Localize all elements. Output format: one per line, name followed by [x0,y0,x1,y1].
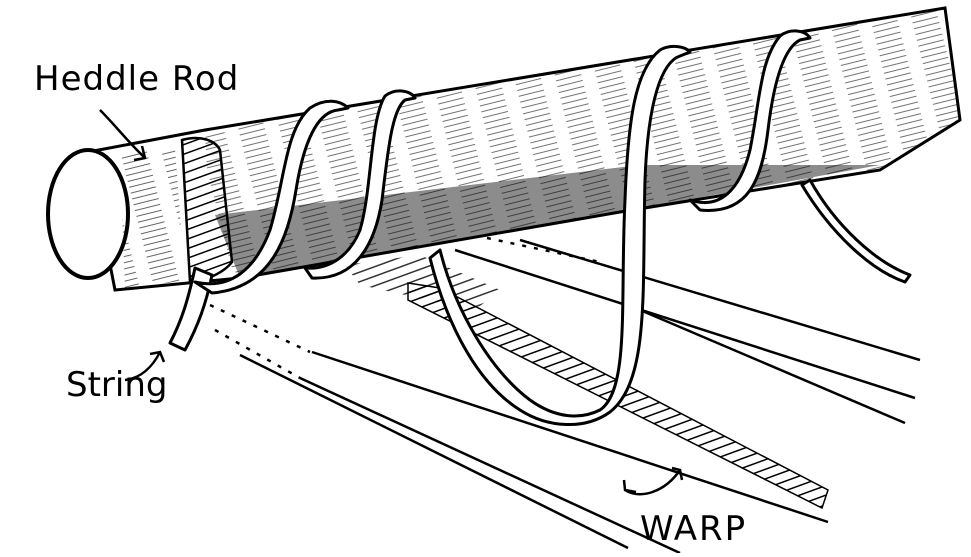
string-loops [168,29,912,427]
rod-end-grain [120,148,185,290]
heddle-rod-label: Heddle Rod [34,59,240,99]
warp-thread-3 [311,350,829,524]
warp-thread-dashed-1 [209,303,311,354]
warp-thread-2 [299,376,681,555]
rod-shadow [345,255,500,310]
string-tail [168,266,214,352]
string-arrowhead [149,350,166,363]
string-loop-1 [193,99,350,295]
warp-arrowhead-2 [671,466,684,481]
warp-arrow [624,469,682,496]
warp-label: WARP [640,509,748,549]
rod-end [46,148,130,280]
string-arrow [124,351,162,382]
string-trail [800,178,912,284]
rod-underside-shadow [215,165,880,278]
warp-thread-1 [239,353,629,550]
warp-thread-dashed-2 [214,328,301,380]
string-loop-4 [688,29,812,212]
warp-threads [209,226,921,555]
heddle-rod [46,6,962,292]
warp-arrowhead-1 [622,479,637,494]
label-arrows [99,109,684,496]
string-loop-2 [303,89,417,280]
string-label: String [66,365,168,405]
string-loop-3 [428,44,692,427]
warp-thread-6 [639,308,906,425]
warp-thread-4 [454,248,916,400]
heddle-rod-arrowhead [133,145,147,162]
heddle-rod-arrow [99,109,146,159]
warp-thread-5 [519,238,921,362]
